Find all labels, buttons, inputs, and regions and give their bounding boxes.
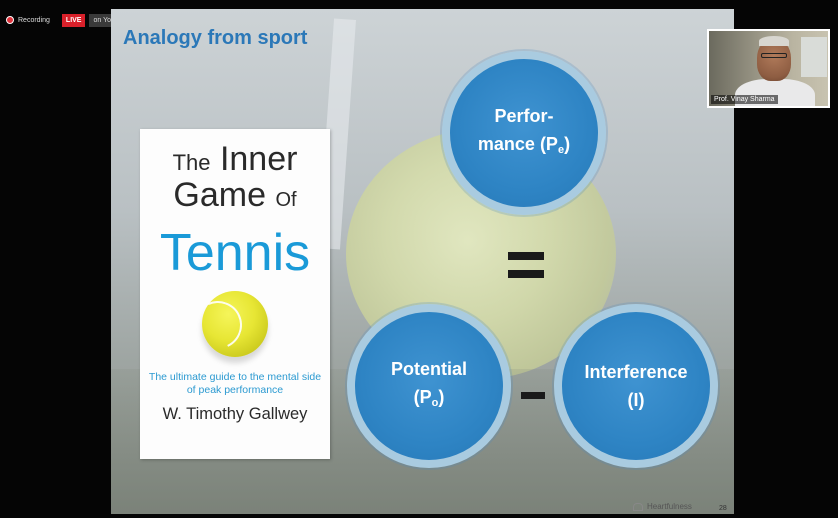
book-title-of: Of: [275, 189, 297, 211]
heartfulness-logo: Heartfulness: [633, 502, 692, 511]
slide-title: Analogy from sport: [123, 27, 308, 49]
book-title-game: Game: [173, 176, 266, 214]
background-window: [801, 37, 827, 77]
presentation-slide: Analogy from sport The Inner Game Of Ten…: [111, 9, 734, 514]
heartfulness-label: Heartfulness: [647, 502, 692, 511]
book-cover: The Inner Game Of Tennis The ultimate gu…: [140, 129, 330, 459]
potential-line2: (Po): [413, 387, 445, 409]
interference-line1: Interference: [584, 362, 688, 382]
interference-circle: Interference (I): [554, 304, 718, 468]
recording-label: Recording: [18, 16, 50, 24]
record-icon: [6, 16, 14, 24]
performance-circle: Perfor- mance (Pe): [442, 51, 606, 215]
minus-sign: [521, 392, 545, 399]
speaker-hair: [759, 36, 789, 46]
live-badge[interactable]: LIVE: [61, 13, 86, 27]
book-author: W. Timothy Gallwey: [162, 405, 308, 423]
book-subtitle: The ultimate guide to the mental side of…: [148, 371, 322, 396]
book-title-inner: Inner: [219, 140, 298, 178]
heartfulness-icon: [633, 502, 643, 511]
book-title-the: The: [172, 150, 211, 175]
book-title-line1: The Inner: [140, 141, 330, 181]
performance-line1: Perfor-: [494, 106, 554, 126]
glasses-icon: [761, 53, 787, 58]
equals-sign: [508, 252, 544, 280]
book-title-tennis: Tennis: [159, 224, 311, 282]
book-title-line2: Game Of: [140, 177, 330, 218]
speaker-video-tile[interactable]: Prof. Vinay Sharma: [707, 29, 830, 108]
speaker-face: [757, 39, 791, 81]
performance-line2: mance (Pe): [477, 134, 571, 156]
potential-line1: Potential: [390, 359, 467, 379]
participant-name-label: Prof. Vinay Sharma: [711, 95, 778, 104]
tennis-ball-icon: [202, 291, 268, 357]
potential-circle: Potential (Po): [347, 304, 511, 468]
interference-line2: (I): [627, 390, 645, 410]
slide-page-number: 28: [719, 505, 727, 512]
